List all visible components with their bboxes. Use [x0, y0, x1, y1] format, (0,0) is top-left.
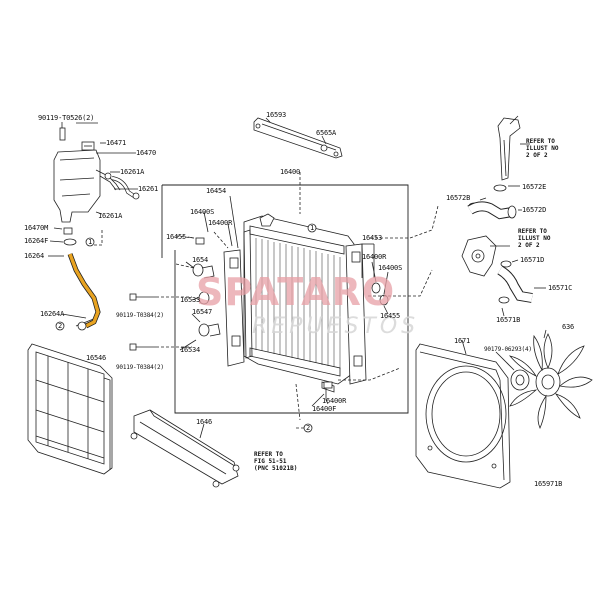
label-90119-T0526: 90119-T0526(2): [38, 114, 95, 122]
label-16400S-right: 16400S: [378, 264, 403, 272]
label-16572B: 16572B: [446, 194, 471, 202]
label-16571B: 16571B: [496, 316, 521, 324]
callout-1-left: 1: [88, 238, 93, 246]
label-90119-T0384-bottom: 90119-T0384(2): [116, 364, 164, 371]
label-90119-T0384-top: 90119-T0384(2): [116, 312, 164, 319]
label-16571C: 16571C: [548, 284, 573, 292]
label-16264F: 16264F: [24, 237, 49, 245]
label-16455-right: 16455: [380, 312, 401, 320]
label-6565A: 6565A: [316, 129, 337, 137]
label-16400R-right: 16400R: [362, 253, 387, 261]
label-16547: 16547: [192, 308, 213, 316]
label-1671: 1671: [454, 337, 471, 345]
label-16470M: 16470M: [24, 224, 49, 232]
label-16455-left: 16455: [166, 233, 187, 241]
label-16471: 16471: [106, 139, 127, 147]
label-16470: 16470: [136, 149, 157, 157]
label-16572D: 16572D: [522, 206, 547, 214]
radiator-core: [243, 213, 355, 393]
label-16400R-bottom: 16400R: [322, 397, 347, 405]
top-seal-bar-16593: [253, 117, 343, 159]
label-90179-06293: 90179-06293(4): [484, 346, 532, 353]
callout-2-center: 2: [306, 424, 311, 432]
label-16261A-top: 16261A: [120, 168, 145, 176]
label-16400F: 16400F: [312, 405, 337, 413]
label-16453: 16453: [362, 234, 383, 242]
drain-plug: [323, 381, 333, 400]
label-16261: 16261: [138, 185, 159, 193]
label-636: 636: [562, 323, 575, 331]
label-1646: 1646: [196, 418, 213, 426]
label-16572E: 16572E: [522, 183, 547, 191]
note-refer-mid: REFER TO ILLUST NO 2 OF 2: [518, 228, 551, 249]
note-refer-top: REFER TO ILLUST NO 2 OF 2: [526, 138, 559, 159]
label-16264: 16264: [24, 252, 45, 260]
lower-hose-16571: [497, 260, 533, 304]
note-refer-bottom: REFER TO FIG 51-51 (PNC 51021B): [254, 451, 298, 472]
label-16264A: 16264A: [40, 310, 65, 318]
left-cushions: [192, 237, 221, 337]
label-16533: 16533: [180, 296, 201, 304]
right-support-16453: [345, 243, 367, 385]
lower-shroud-16546: [27, 343, 113, 475]
water-outlet: [461, 235, 497, 277]
label-16546: 16546: [86, 354, 107, 362]
main-frame-box: [162, 184, 409, 414]
label-1654: 1654: [192, 256, 209, 264]
callout-1-center: 1: [310, 224, 315, 232]
diagram-id: 165971B: [534, 480, 563, 488]
label-16261A-bottom: 16261A: [98, 212, 123, 220]
upper-hose-group: [467, 117, 521, 220]
label-16534: 16534: [180, 346, 201, 354]
lower-seal-1646: [130, 409, 240, 488]
label-16593: 16593: [266, 111, 287, 119]
cooling-fan-636: [508, 333, 593, 430]
fan-shroud-1671: [415, 343, 511, 489]
left-support-16454: [223, 249, 245, 367]
label-16400R-left: 16400R: [208, 219, 233, 227]
hose-16261: [104, 172, 140, 200]
label-16454: 16454: [206, 187, 227, 195]
fan-clutch: [510, 369, 530, 391]
label-16571D: 16571D: [520, 256, 545, 264]
left-bolts: [129, 293, 156, 351]
callout-2-left: 2: [58, 322, 63, 330]
label-16400S-left: 16400S: [190, 208, 215, 216]
label-16400: 16400: [280, 168, 301, 176]
